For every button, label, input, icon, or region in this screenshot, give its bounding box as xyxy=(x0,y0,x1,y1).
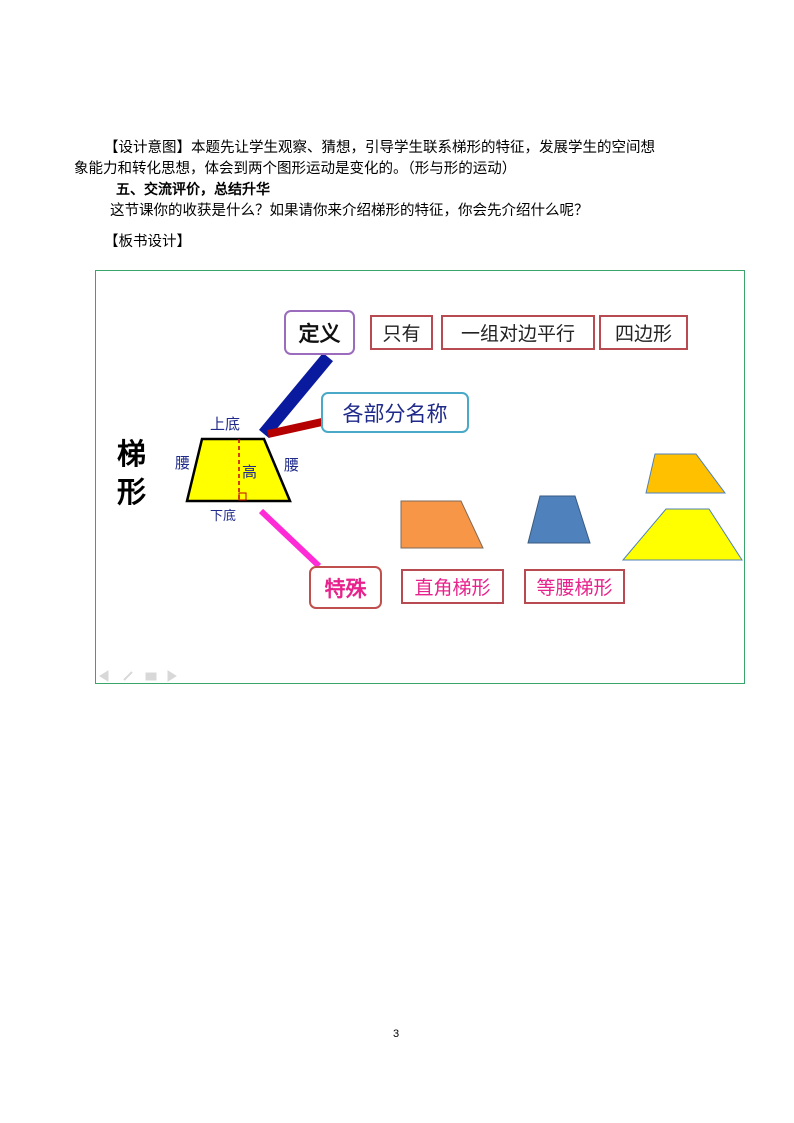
label-top-base: 上底 xyxy=(210,415,241,433)
branch-special xyxy=(258,508,322,569)
special-box: 特殊 xyxy=(309,566,382,609)
right-trapezoid-shape xyxy=(400,500,484,549)
branch-parts xyxy=(267,418,323,438)
gold-trapezoid-shape xyxy=(645,453,726,494)
parts-name-box: 各部分名称 xyxy=(321,392,469,433)
board-graphics xyxy=(99,352,743,682)
board-main-title-1: 梯 xyxy=(117,437,147,471)
special-item-isosceles-trapezoid: 等腰梯形 xyxy=(524,569,625,604)
definition-box: 定义 xyxy=(284,310,355,355)
design-intent-line-1: 【设计意图】本题先让学生观察、猜想，引导学生联系梯形的特征，发展学生的空间想 xyxy=(104,140,655,156)
label-leg-right: 腰 xyxy=(284,456,300,474)
board-design-frame: 梯 形 上底 下底 腰 腰 高 定义 只有 一组对边平行 四边形 各部分名称 特… xyxy=(95,270,745,684)
menu-icon xyxy=(145,672,157,681)
pen-icon xyxy=(123,671,133,681)
toolbar-icons xyxy=(99,670,177,682)
special-item-right-trapezoid: 直角梯形 xyxy=(401,569,504,604)
definition-item-quadrilateral: 四边形 xyxy=(599,315,688,350)
forward-arrow-icon xyxy=(167,670,177,682)
page-number: 3 xyxy=(393,1028,400,1040)
label-bottom-base: 下底 xyxy=(210,509,237,524)
branch-definition xyxy=(259,352,333,439)
right-angle-mark xyxy=(238,492,247,501)
board-main-title-2: 形 xyxy=(117,475,147,509)
isosceles-trapezoid-shape xyxy=(527,495,591,544)
section-title: 五、交流评价，总结升华 xyxy=(116,182,270,198)
board-design-label: 【板书设计】 xyxy=(104,234,191,250)
back-arrow-icon xyxy=(99,670,109,682)
definition-item-parallel: 一组对边平行 xyxy=(441,315,595,350)
yellow-trapezoid-shape xyxy=(621,508,743,561)
definition-item-only: 只有 xyxy=(370,315,433,350)
design-intent-line-2: 象能力和转化思想，体会到两个图形运动是变化的。（形与形的运动） xyxy=(74,161,517,177)
question-text: 这节课你的收获是什么？如果请你来介绍梯形的特征，你会先介绍什么呢？ xyxy=(110,203,589,219)
label-height: 高 xyxy=(242,463,258,481)
label-leg-left: 腰 xyxy=(175,454,191,472)
